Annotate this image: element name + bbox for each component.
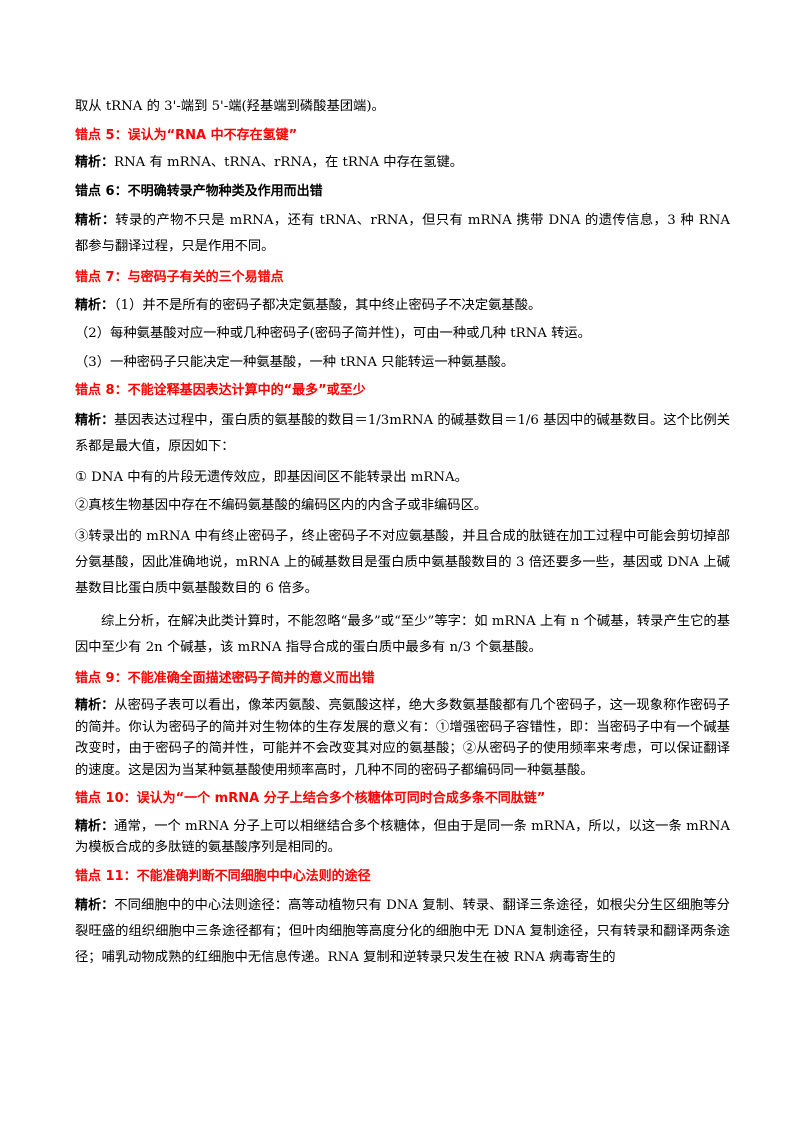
error-point-8-analysis: 精析：基因表达过程中，蛋白质的氨基酸的数目＝1/3mRNA 的碱基数目＝1/6 … [75, 408, 730, 460]
error-point-11-analysis: 精析：不同细胞中的中心法则途径：高等动植物只有 DNA 复制、转录、翻译三条途径… [75, 893, 730, 971]
error-point-10-analysis: 精析：通常，一个 mRNA 分子上可以相继结合多个核糖体，但由于是同一条 mRN… [75, 816, 730, 859]
analysis-text: RNA 有 mRNA、tRNA、rRNA，在 tRNA 中存在氢键。 [114, 155, 464, 170]
analysis-label: 精析： [75, 297, 115, 313]
error-point-9-analysis: 精析：从密码子表可以看出，像苯丙氨酸、亮氨酸这样，绝大多数氨基酸都有几个密码子，… [75, 695, 730, 781]
error-point-7-item-3: （3）一种密码子只能决定一种氨基酸，一种 tRNA 只能转运一种氨基酸。 [75, 354, 515, 370]
error-point-8-reason-3: ③转录出的 mRNA 中有终止密码子，终止密码子不对应氨基酸，并且合成的肽链在加… [75, 528, 730, 596]
error-point-8-reason-2: ②真核生物基因中存在不编码氨基酸的编码区内的内含子或非编码区。 [75, 498, 488, 513]
analysis-text: 基因表达过程中，蛋白质的氨基酸的数目＝1/3mRNA 的碱基数目＝1/6 基因中… [75, 412, 730, 454]
error-point-6-analysis: 精析：转录的产物不只是 mRNA，还有 tRNA、rRNA，但只有 mRNA 携… [75, 208, 730, 260]
intro-text: 取从 tRNA 的 3'-端到 5'-端(羟基端到磷酸基团端)。 [75, 99, 385, 114]
error-point-5-analysis: 精析：RNA 有 mRNA、tRNA、rRNA，在 tRNA 中存在氢键。 [75, 152, 730, 174]
analysis-text: 转录的产物不只是 mRNA，还有 tRNA、rRNA，但只有 mRNA 携带 D… [75, 213, 730, 254]
error-point-8-summary: 综上分析，在解决此类计算时，不能忽略“最多”或“至少”等字：如 mRNA 上有 … [75, 613, 730, 655]
analysis-label: 精析： [75, 412, 115, 428]
analysis-label: 精析： [75, 818, 115, 834]
error-point-8-heading: 错点 8：不能诠释基因表达计算中的“最多”或至少 [75, 383, 366, 398]
error-point-8-reason-1: ① DNA 中有的片段无遗传效应，即基因间区不能转录出 mRNA。 [75, 469, 468, 485]
error-point-7-item-2: （2）每种氨基酸对应一种或几种密码子(密码子简并性)，可由一种或几种 tRNA … [75, 326, 591, 341]
analysis-label: 精析： [75, 698, 115, 713]
analysis-text: （1）并不是所有的密码子都决定氨基酸，其中终止密码子不决定氨基酸。 [114, 297, 542, 313]
error-point-6-heading: 错点 6：不明确转录产物种类及作用而出错 [75, 183, 323, 199]
error-point-11-heading: 错点 11：不能准确判断不同细胞中中心法则的途径 [75, 868, 371, 884]
error-point-7-heading: 错点 7：与密码子有关的三个易错点 [75, 270, 284, 285]
error-point-9-heading: 错点 9：不能准确全面描述密码子简并的意义而出错 [75, 670, 375, 686]
error-point-10-heading: 错点 10：误认为“一个 mRNA 分子上结合多个核糖体可同时合成多条不同肽链” [75, 791, 546, 806]
analysis-text: 从密码子表可以看出，像苯丙氨酸、亮氨酸这样，绝大多数氨基酸都有几个密码子，这一现… [75, 698, 730, 778]
error-point-5-heading: 错点 5：误认为“RNA 中不存在氢键” [75, 127, 298, 143]
analysis-label: 精析： [75, 155, 115, 170]
analysis-text: 通常，一个 mRNA 分子上可以相继结合多个核糖体，但由于是同一条 mRNA，所… [75, 818, 730, 856]
analysis-label: 精析： [75, 898, 115, 913]
analysis-label: 精析： [75, 213, 116, 228]
error-point-7-analysis: 精析：（1）并不是所有的密码子都决定氨基酸，其中终止密码子不决定氨基酸。 [75, 295, 730, 317]
analysis-text: 不同细胞中的中心法则途径：高等动植物只有 DNA 复制、转录、翻译三条途径，如根… [75, 898, 730, 965]
document-body: 取从 tRNA 的 3'-端到 5'-端(羟基端到磷酸基团端)。 错点 5：误认… [75, 96, 730, 978]
